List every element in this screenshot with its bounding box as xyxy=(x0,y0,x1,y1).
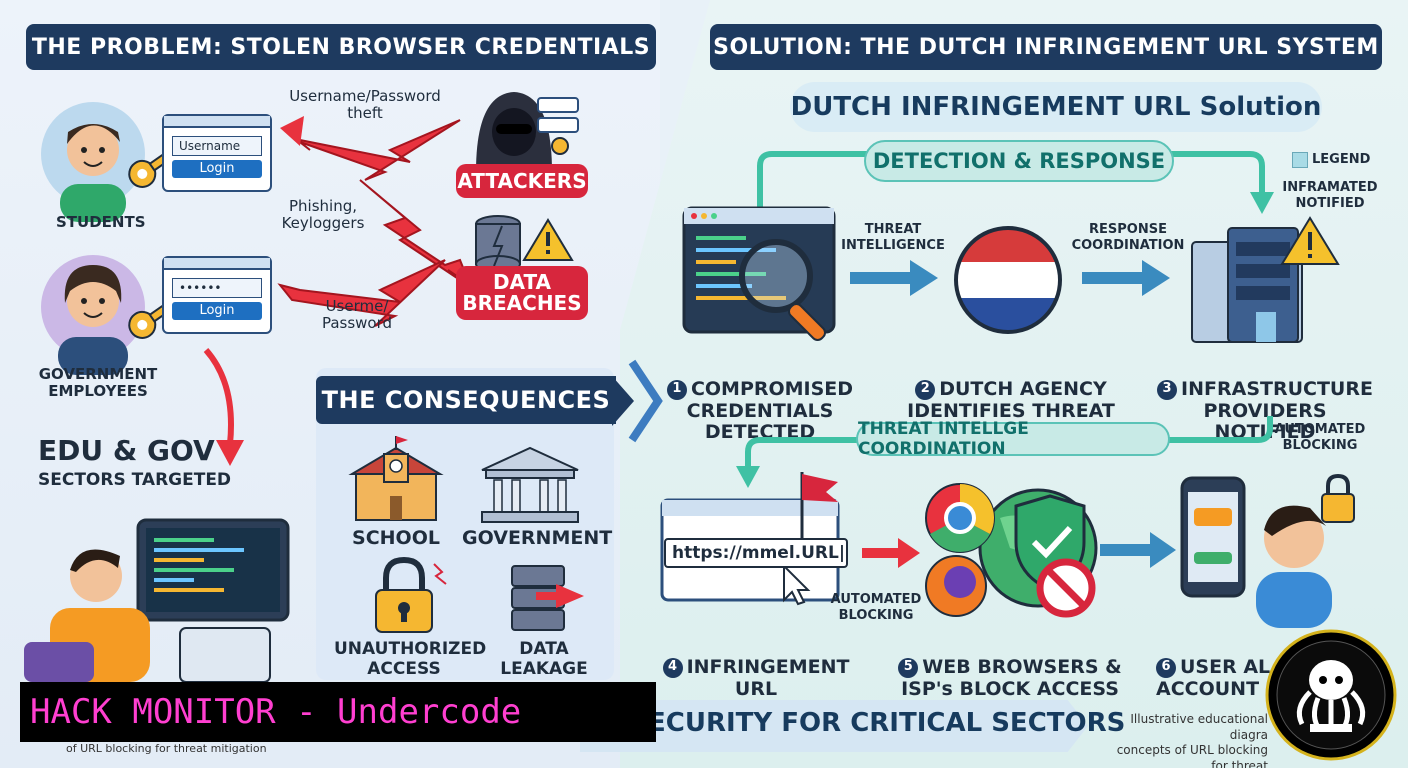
username-field: Username xyxy=(172,136,262,156)
infringement-url-field: https://mmel.URL| xyxy=(664,538,848,568)
detection-response-banner: DETECTION & RESPONSE xyxy=(864,140,1174,182)
footer-security-text: ECURITY FOR CRITICAL SECTORS xyxy=(648,708,1126,738)
automated-blocking-label-top: AUTOMATED BLOCKING xyxy=(1274,422,1366,453)
legend-label: LEGEND xyxy=(1312,152,1371,167)
consequences-title: THE CONSEQUENCES xyxy=(316,376,616,424)
sectors-targeted-label: SECTORS TARGETED xyxy=(38,470,232,490)
server-warning-icon xyxy=(1191,216,1340,343)
dutch-flag-icon xyxy=(954,226,1062,334)
arrow-label-password: Userme/ Password xyxy=(321,297,393,333)
login-button-government: Login xyxy=(172,302,262,320)
arrow-right-3-icon xyxy=(1100,532,1176,568)
footer-security-bg xyxy=(580,700,1088,752)
watermark-subtext: of URL blocking for threat mitigation xyxy=(66,742,267,755)
step-3-number: 3 xyxy=(1157,379,1178,400)
legend-swatch xyxy=(1292,152,1308,168)
consequence-government: GOVERNMENT xyxy=(462,527,613,549)
arrow-label-phishing: Phishing, Keyloggers xyxy=(281,197,365,233)
code-magnifier-icon xyxy=(682,206,836,342)
solution-subtitle: DUTCH INFRINGEMENT URL Solution xyxy=(790,82,1322,132)
threat-intelligence-label: THREAT INTELLIGENCE xyxy=(841,222,945,253)
login-button-students: Login xyxy=(172,160,262,178)
consequence-data-leakage: DATA LEAKAGE xyxy=(500,639,588,679)
password-field: •••••• xyxy=(172,278,262,298)
step-4-number: 4 xyxy=(662,657,683,678)
attackers-tag: ATTACKERS xyxy=(456,164,588,198)
arrow-right-red-icon xyxy=(862,538,920,568)
inframated-notified-label: INFRAMATED NOTIFIED xyxy=(1282,180,1378,211)
government-employees-label: GOVERNMENT EMPLOYEES xyxy=(38,365,158,401)
student-avatar-icon xyxy=(41,102,178,222)
hooded-attacker-icon xyxy=(476,92,579,172)
login-window-students: Username Login xyxy=(162,114,272,192)
theft-arrows-icon xyxy=(277,116,473,327)
students-label: STUDENTS xyxy=(56,213,146,231)
arrow-right-2-icon xyxy=(1082,260,1170,296)
government-building-icon xyxy=(481,446,579,523)
arrow-label-credential-theft: Username/Password theft xyxy=(289,87,441,123)
watermark-bar: HACK MONITOR - Undercode xyxy=(20,682,656,742)
url-flag-browser-icon xyxy=(660,472,840,606)
footer-note: Illustrative educational diagra concepts… xyxy=(1116,712,1268,768)
coordination-banner: THREAT INTELLGE COORDINATION xyxy=(856,419,1170,459)
hacker-at-computer-icon xyxy=(24,518,290,682)
school-icon xyxy=(348,436,444,521)
arrow-right-1-icon xyxy=(850,260,938,296)
browsers-shield-icon xyxy=(925,483,1098,618)
response-coordination-label: RESPONSE COORDINATION xyxy=(1071,222,1185,253)
user-phone-lock-icon xyxy=(1180,473,1355,628)
watermark-text: HACK MONITOR - Undercode xyxy=(30,692,522,732)
step-6-number: 6 xyxy=(1156,657,1176,678)
edu-gov-heading: EDU & GOV xyxy=(38,434,215,467)
breached-database-icon xyxy=(475,215,574,273)
curved-arrow-down-icon xyxy=(203,348,244,466)
consequence-school: SCHOOL xyxy=(352,527,440,549)
step-1-number: 1 xyxy=(666,379,687,400)
consequence-unauthorized-access: UNAUTHORIZED ACCESS xyxy=(334,639,487,679)
data-breaches-tag: DATA BREACHES xyxy=(456,266,588,320)
chevron-right-icon xyxy=(612,359,663,443)
login-window-government: •••••• Login xyxy=(162,256,272,334)
padlock-broken-icon xyxy=(375,556,447,633)
government-employee-avatar-icon xyxy=(41,255,178,375)
octopus-emblem-icon xyxy=(1265,629,1397,761)
problem-title: THE PROBLEM: STOLEN BROWSER CREDENTIALS xyxy=(26,24,656,70)
solution-title: SOLUTION: THE DUTCH INFRINGEMENT URL SYS… xyxy=(710,24,1382,70)
step-2-number: 2 xyxy=(915,379,936,400)
step-5-number: 5 xyxy=(898,657,919,678)
automated-blocking-label-bottom: AUTOMATED BLOCKING xyxy=(830,592,922,623)
data-leakage-icon xyxy=(511,565,584,631)
